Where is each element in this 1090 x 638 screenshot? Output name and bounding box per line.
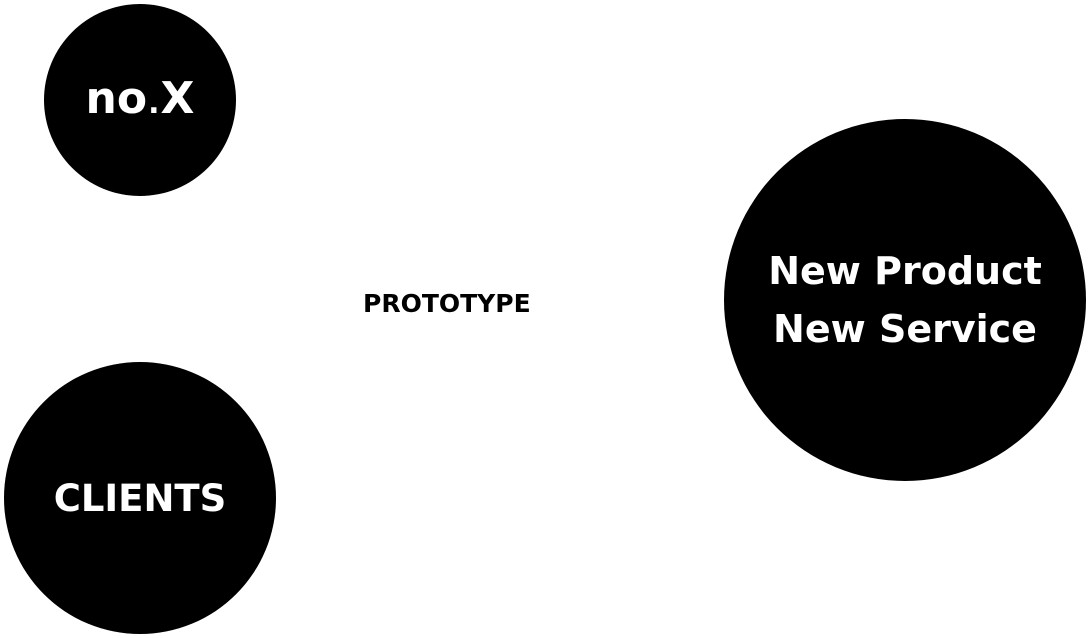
nox-node: no.X — [44, 4, 236, 196]
clients-label: CLIENTS — [53, 476, 227, 520]
clients-node: CLIENTS — [4, 362, 276, 634]
nox-logo-dot: . — [148, 86, 160, 121]
new-product-label: New Product — [768, 249, 1042, 293]
nox-logo-end: X — [160, 73, 195, 124]
nox-logo-main: no — [85, 73, 148, 124]
nox-logo: no.X — [86, 77, 195, 121]
new-service-label: New Service — [773, 307, 1037, 351]
new-product-service-node: New Product New Service — [724, 119, 1086, 481]
prototype-label: PROTOTYPE — [363, 289, 531, 318]
